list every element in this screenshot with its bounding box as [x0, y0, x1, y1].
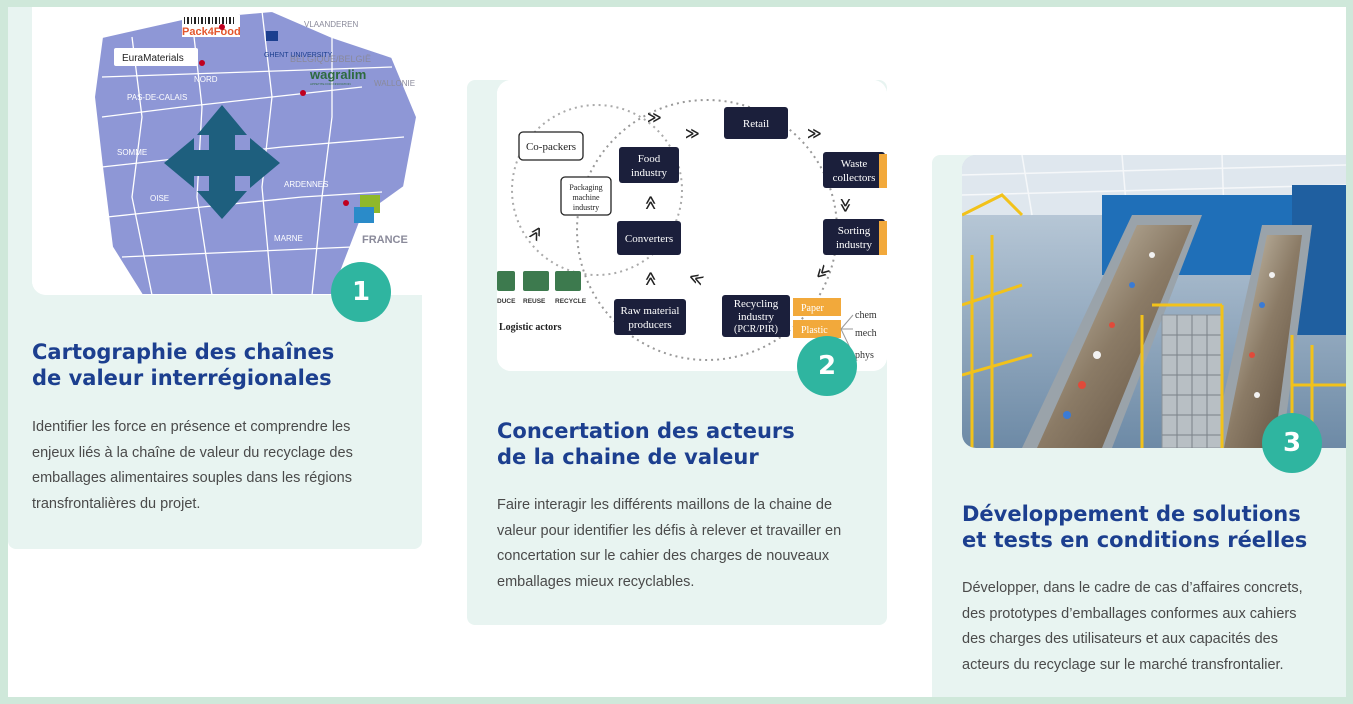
- svg-text:SOMME: SOMME: [117, 148, 147, 157]
- card-title: Concertation des acteurs de la chaine de…: [497, 419, 795, 469]
- pack4food-logo: Pack4Food: [182, 26, 241, 38]
- card-description: Développer, dans le cadre de cas d’affai…: [962, 580, 1303, 673]
- recycling-plant-svg: [962, 155, 1346, 448]
- svg-text:Food: Food: [638, 153, 661, 165]
- card-solution-development: 3 Développement de solutions et tests en…: [932, 155, 1346, 697]
- reuse-icon: [523, 271, 549, 291]
- svg-text:industry: industry: [631, 167, 668, 179]
- svg-text:producers: producers: [628, 319, 671, 331]
- recycle-icon: [555, 271, 581, 291]
- region-map-svg: PAS-DE-CALAIS NORD SOMME OISE ARDENNES M…: [32, 7, 422, 295]
- svg-text:Waste: Waste: [841, 158, 868, 170]
- svg-text:Recycling: Recycling: [734, 298, 779, 310]
- wagralim-logo: wagralim: [309, 67, 366, 82]
- svg-text:industry: industry: [836, 239, 873, 251]
- svg-text:Sorting: Sorting: [838, 225, 871, 237]
- card-stakeholder-concertation: Retail Food industry Waste collectors So…: [467, 80, 887, 625]
- svg-text:phys: phys: [855, 350, 874, 361]
- reduce-icon: [497, 271, 515, 291]
- svg-text:NORD: NORD: [194, 75, 218, 84]
- flow-chevron-icon: ≫: [526, 223, 547, 244]
- svg-text:VLAANDEREN: VLAANDEREN: [304, 20, 358, 29]
- flow-chevron-icon: ≫: [807, 126, 822, 142]
- svg-text:collectors: collectors: [833, 172, 876, 184]
- card-title: Développement de solutions et tests en c…: [962, 502, 1308, 552]
- map-image: PAS-DE-CALAIS NORD SOMME OISE ARDENNES M…: [32, 7, 422, 295]
- ghent-university-logo: GHENT UNIVERSITY: [264, 52, 333, 59]
- svg-text:Logistic actors: Logistic actors: [499, 322, 562, 333]
- flow-chevron-icon: ≫: [647, 110, 662, 126]
- flow-chevron-icon: ≫: [837, 198, 853, 213]
- svg-text:Raw material: Raw material: [621, 305, 680, 317]
- flow-chevron-icon: ≫: [685, 126, 700, 142]
- svg-text:MARNE: MARNE: [274, 234, 303, 243]
- svg-text:DUCE: DUCE: [497, 298, 516, 305]
- value-chain-diagram: Retail Food industry Waste collectors So…: [497, 80, 887, 371]
- card-description: Identifier les force en présence et comp…: [32, 419, 353, 512]
- svg-text:BELGIQUE/BELGIË: BELGIQUE/BELGIË: [290, 54, 371, 64]
- recycling-plant-photo: [962, 155, 1346, 448]
- flow-chevron-icon: ≫: [643, 271, 659, 286]
- svg-text:mech: mech: [855, 328, 877, 339]
- svg-text:OISE: OISE: [150, 194, 169, 203]
- svg-text:RECYCLE: RECYCLE: [555, 298, 587, 305]
- arrows-cross-icon: [164, 105, 280, 219]
- svg-text:(PCR/PIR): (PCR/PIR): [734, 324, 778, 335]
- 3r-icons: [497, 271, 581, 291]
- svg-text:Co-packers: Co-packers: [526, 141, 576, 153]
- svg-text:industry: industry: [738, 311, 775, 323]
- partner-logo-blue: [354, 207, 374, 223]
- step-number-badge: 2: [797, 336, 857, 396]
- flow-chevron-icon: ≫: [643, 195, 659, 210]
- card-description: Faire interagir les différents maillons …: [497, 497, 842, 590]
- step-number-badge: 1: [331, 262, 391, 322]
- ghent-building-icon: [266, 31, 278, 41]
- step-number-badge: 3: [1262, 413, 1322, 473]
- flow-chevron-icon: ≫: [687, 268, 706, 288]
- value-chain-svg: Retail Food industry Waste collectors So…: [497, 80, 887, 371]
- svg-text:machine: machine: [572, 193, 600, 202]
- svg-text:APPETITE FOR INNOVATION: APPETITE FOR INNOVATION: [310, 82, 351, 86]
- svg-text:REUSE: REUSE: [523, 298, 546, 305]
- svg-text:ARDENNES: ARDENNES: [284, 180, 328, 189]
- svg-text:Plastic: Plastic: [801, 325, 828, 336]
- svg-text:WALLONIE: WALLONIE: [374, 79, 415, 88]
- svg-text:Paper: Paper: [801, 303, 824, 314]
- card-title: Cartographie des chaînes de valeur inter…: [32, 340, 335, 390]
- euramaterials-logo: EuraMaterials: [122, 53, 184, 64]
- page-frame: PAS-DE-CALAIS NORD SOMME OISE ARDENNES M…: [8, 7, 1346, 697]
- svg-text:chem: chem: [855, 310, 877, 321]
- card-value-chain-mapping: PAS-DE-CALAIS NORD SOMME OISE ARDENNES M…: [8, 7, 422, 549]
- svg-text:PAS-DE-CALAIS: PAS-DE-CALAIS: [127, 93, 187, 102]
- svg-text:FRANCE: FRANCE: [362, 234, 408, 246]
- svg-text:industry: industry: [573, 203, 599, 212]
- svg-text:Packaging: Packaging: [569, 183, 602, 192]
- svg-text:Retail: Retail: [743, 118, 769, 130]
- svg-text:Converters: Converters: [625, 233, 673, 245]
